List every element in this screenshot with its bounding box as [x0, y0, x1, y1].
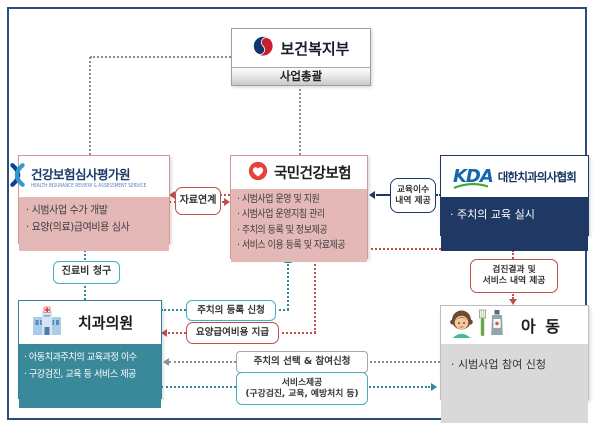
connector-register-right — [274, 309, 289, 311]
nhis-item: · 서비스 이용 등록 및 자료제공 — [237, 239, 346, 251]
label-select-apply: 주치의 선택 & 참여신청 — [236, 351, 368, 373]
label-checkup-result-line2: 서비스 내역 제공 — [482, 276, 546, 286]
label-register-request-text: 주치의 등록 신청 — [197, 304, 265, 316]
node-clinic: 치과의원 · 아동치과주치의 교육과정 이수 · 구강검진, 교육 등 서비스 … — [18, 300, 162, 408]
label-select-apply-text: 주치의 선택 & 참여신청 — [253, 356, 351, 368]
nhis-item: · 시범사업 운영지침 관리 — [237, 209, 325, 221]
connector-register-left — [161, 309, 186, 311]
mohw-role-strip: 사업총괄 — [232, 67, 370, 85]
connector-payment-right — [277, 332, 316, 334]
clinic-name: 치과의원 — [78, 314, 134, 332]
hira-item: · 시범사업 수가 개발 — [26, 204, 108, 216]
connector-mohw-nhis-vertical — [299, 84, 301, 155]
label-data-link: 자료연계 — [175, 187, 221, 215]
arrow-left-icon — [169, 191, 175, 199]
child-item: · 시범사업 참여 신청 — [451, 358, 546, 371]
connector-select-right — [366, 361, 440, 363]
label-edu-history: 교육이수 내역 제공 — [390, 178, 436, 213]
connector-select-left — [169, 361, 236, 363]
kda-logo-swoosh-icon — [453, 182, 489, 189]
mohw-logo-icon — [252, 35, 274, 61]
hospital-icon — [31, 306, 63, 340]
label-data-link-text: 자료연계 — [179, 194, 217, 206]
node-nhis: 국민건강보험 · 시범사업 운영 및 지원 · 시범사업 운영지침 관리 · 주… — [230, 155, 368, 262]
nhis-item: · 주치의 등록 및 정보제공 — [237, 224, 328, 236]
arrow-left-icon — [161, 329, 167, 337]
label-edu-history-line1: 교육이수 — [396, 184, 430, 195]
connector-payment-left — [168, 332, 186, 334]
label-fee-claim: 진료비 청구 — [53, 261, 120, 284]
nhis-name: 국민건강보험 — [273, 166, 352, 182]
connector-register-vertical — [287, 261, 289, 310]
kda-logo-text: KDA — [452, 165, 494, 187]
arrow-right-icon — [224, 198, 230, 206]
arrow-left-icon — [369, 191, 375, 199]
label-checkup-result: 검진결과 및 서비스 내역 제공 — [470, 259, 558, 293]
clinic-item: · 구강검진, 교육 등 서비스 제공 — [24, 368, 137, 380]
arrow-left-icon — [163, 358, 169, 366]
kda-logo: KDA — [452, 165, 494, 189]
label-checkup-result-line1: 검진결과 및 — [492, 265, 536, 276]
arrow-right-icon — [431, 383, 437, 391]
kda-name: 대한치과의사협회 — [497, 169, 577, 184]
connector-service-left — [161, 386, 236, 388]
connector-result-vertical-bottom — [512, 291, 514, 299]
connector-result-vertical-top — [512, 250, 514, 259]
connector-edu-dotted — [433, 194, 441, 196]
label-benefit-payment: 요양급여비용 지급 — [186, 322, 279, 344]
nhis-logo-icon — [247, 160, 269, 186]
hira-logo-icon — [9, 162, 26, 191]
clinic-item: · 아동치과주치의 교육과정 이수 — [24, 352, 137, 363]
connector-payment-vertical — [314, 257, 316, 333]
label-fee-claim-text: 진료비 청구 — [61, 266, 112, 278]
label-edu-history-line2: 내역 제공 — [395, 195, 431, 206]
kda-item: · 주치의 교육 실시 — [450, 208, 535, 221]
connector-edu-solid — [376, 194, 390, 196]
nhis-item: · 시범사업 운영 및 지원 — [237, 194, 320, 205]
node-child: 아 동 · 시범사업 참여 신청 — [440, 305, 589, 423]
connector-mohw-hira-horizontal — [90, 56, 231, 58]
node-mohw: 보건복지부 사업총괄 — [231, 28, 371, 86]
mohw-name: 보건복지부 — [280, 39, 350, 58]
hira-name: 건강보험심사평가원 — [31, 167, 131, 182]
connector-mohw-hira-vertical — [89, 57, 91, 155]
arrow-down-icon — [509, 299, 517, 305]
node-kda: KDA 대한치과의사협회 · 주치의 교육 실시 — [440, 155, 589, 251]
label-service-line1: 서비스제공 — [281, 377, 323, 388]
label-register-request: 주치의 등록 신청 — [186, 300, 276, 321]
child-face-icon — [448, 309, 475, 342]
toothpaste-icon — [490, 309, 504, 341]
connector-service-right — [366, 386, 430, 388]
node-hira: 건강보험심사평가원 HEALTH INSURANCE REVIEW & ASSE… — [10, 155, 170, 251]
toothbrush-icon — [477, 309, 488, 341]
label-service-line2: (구강검진, 교육, 예방처치 등) — [245, 388, 359, 399]
connector-result-horizontal — [366, 248, 513, 250]
label-service: 서비스제공 (구강검진, 교육, 예방처치 등) — [236, 372, 368, 405]
label-benefit-payment-text: 요양급여비용 지급 — [195, 327, 270, 339]
hira-subtitle: HEALTH INSURANCE REVIEW & ASSESSMENT SER… — [31, 183, 147, 189]
hira-item: · 요양(의료)급여비용 심사 — [26, 220, 130, 233]
child-name: 아 동 — [520, 317, 562, 336]
